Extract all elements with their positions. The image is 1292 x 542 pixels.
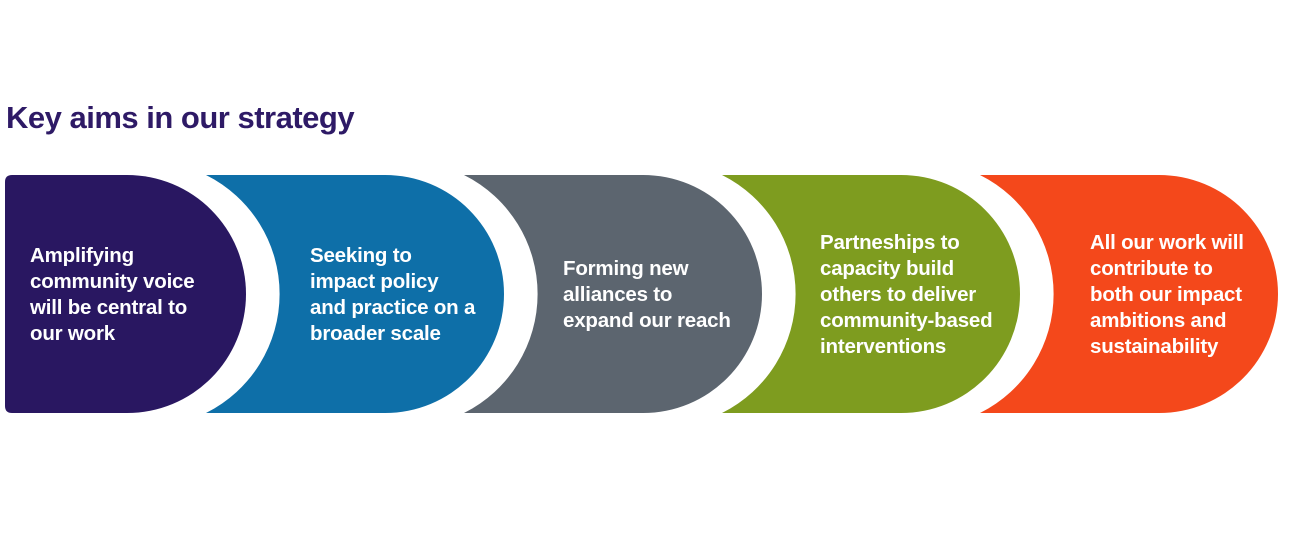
step-4-shape bbox=[722, 175, 1020, 413]
step-3-label: Forming new alliances to expand our reac… bbox=[563, 256, 731, 334]
step-3-line-3: expand our reach bbox=[563, 309, 731, 332]
step-1-line-1: Amplifying bbox=[30, 244, 134, 267]
page-title: Key aims in our strategy bbox=[6, 100, 355, 135]
step-1-label: Amplifying community voice will be centr… bbox=[30, 243, 195, 347]
step-5-line-2: contribute to bbox=[1090, 257, 1213, 280]
step-1-line-4: our work bbox=[30, 322, 115, 345]
step-5-shape bbox=[980, 175, 1278, 413]
step-5-line-1: All our work will bbox=[1090, 231, 1244, 254]
step-2-line-2: impact policy bbox=[310, 270, 439, 293]
step-2-label: Seeking to impact policy and practice on… bbox=[310, 243, 475, 347]
step-4-line-4: community-based bbox=[820, 309, 993, 332]
step-5-label: All our work will contribute to both our… bbox=[1090, 230, 1244, 360]
step-1-shape bbox=[5, 175, 246, 413]
step-2-line-4: broader scale bbox=[310, 322, 441, 345]
step-2-shape bbox=[206, 175, 504, 413]
step-1-line-2: community voice bbox=[30, 270, 195, 293]
step-1-line-3: will be central to bbox=[30, 296, 188, 319]
step-3-line-2: alliances to bbox=[563, 283, 673, 306]
step-5-line-5: sustainability bbox=[1090, 335, 1219, 358]
step-3-line-1: Forming new bbox=[563, 257, 689, 280]
step-2-line-3: and practice on a bbox=[310, 296, 476, 319]
step-2-line-1: Seeking to bbox=[310, 244, 412, 267]
step-4-label: Partneships to capacity build others to … bbox=[820, 230, 993, 360]
step-4-line-1: Partneships to bbox=[820, 231, 960, 254]
step-4-line-5: interventions bbox=[820, 335, 947, 358]
step-4-line-2: capacity build bbox=[820, 257, 954, 280]
step-5-line-3: both our impact bbox=[1090, 283, 1242, 306]
step-5-line-4: ambitions and bbox=[1090, 309, 1227, 332]
step-4-line-3: others to deliver bbox=[820, 283, 977, 306]
step-3-shape bbox=[464, 175, 762, 413]
